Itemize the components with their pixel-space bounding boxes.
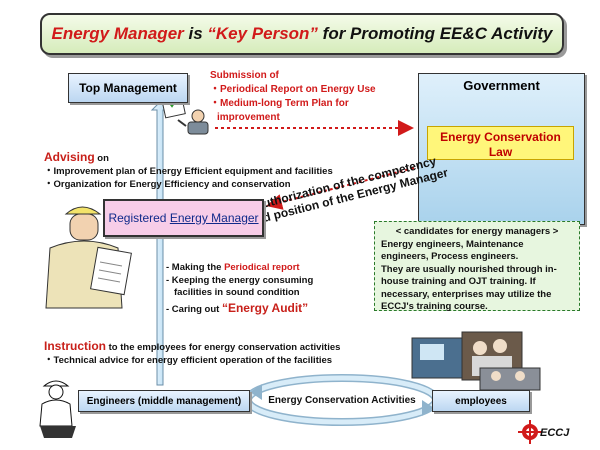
vertical-arrow <box>150 101 170 386</box>
instruction-block: Instruction to the employees for energy … <box>44 339 341 366</box>
submission-heading: Submission of <box>210 70 279 81</box>
worker-icon <box>39 380 76 438</box>
energy-manager-icon <box>45 206 132 309</box>
government-title: Government <box>463 78 540 93</box>
duties-block: - Making the Periodical report - Keeping… <box>166 262 314 315</box>
advising-word: Advising <box>44 150 95 164</box>
advising-item: ・Improvement plan of Energy Efficient eq… <box>44 166 333 177</box>
submission-item: ・Medium-long Term Plan for <box>210 98 349 109</box>
energy-conservation-law: Energy Conservation Law <box>427 126 574 160</box>
submission-block: Submission of ・Periodical Report on Ener… <box>210 69 376 125</box>
eccj-logo-icon <box>518 420 542 444</box>
government-box: Government Energy Conservation Law <box>418 73 585 225</box>
candidates-box: < candidates for energy managers > Energ… <box>374 221 580 312</box>
employees-box: employees <box>432 390 530 412</box>
page-title: Energy Manager is “Key Person” for Promo… <box>40 13 564 55</box>
registered-energy-manager-box: Registered Energy Manager <box>103 199 264 237</box>
authorization-arrow <box>266 167 415 210</box>
instruction-word: Instruction <box>44 339 106 353</box>
advising-block: Advising on ・Improvement plan of Energy … <box>44 150 333 190</box>
engineers-box: Engineers (middle management) <box>78 390 250 412</box>
energy-conservation-activities-label: Energy Conservation Activities <box>268 395 416 406</box>
employees-photo <box>411 331 541 391</box>
eccj-logo: ECCJ <box>540 427 570 439</box>
submission-item: improvement <box>217 112 280 123</box>
top-management-box: Top Management <box>68 73 188 103</box>
advising-item: ・Organization for Energy Efficiency and … <box>44 178 291 190</box>
candidates-heading: < candidates for energy managers > <box>395 226 559 237</box>
submission-item: ・Periodical Report on Energy Use <box>210 84 376 95</box>
